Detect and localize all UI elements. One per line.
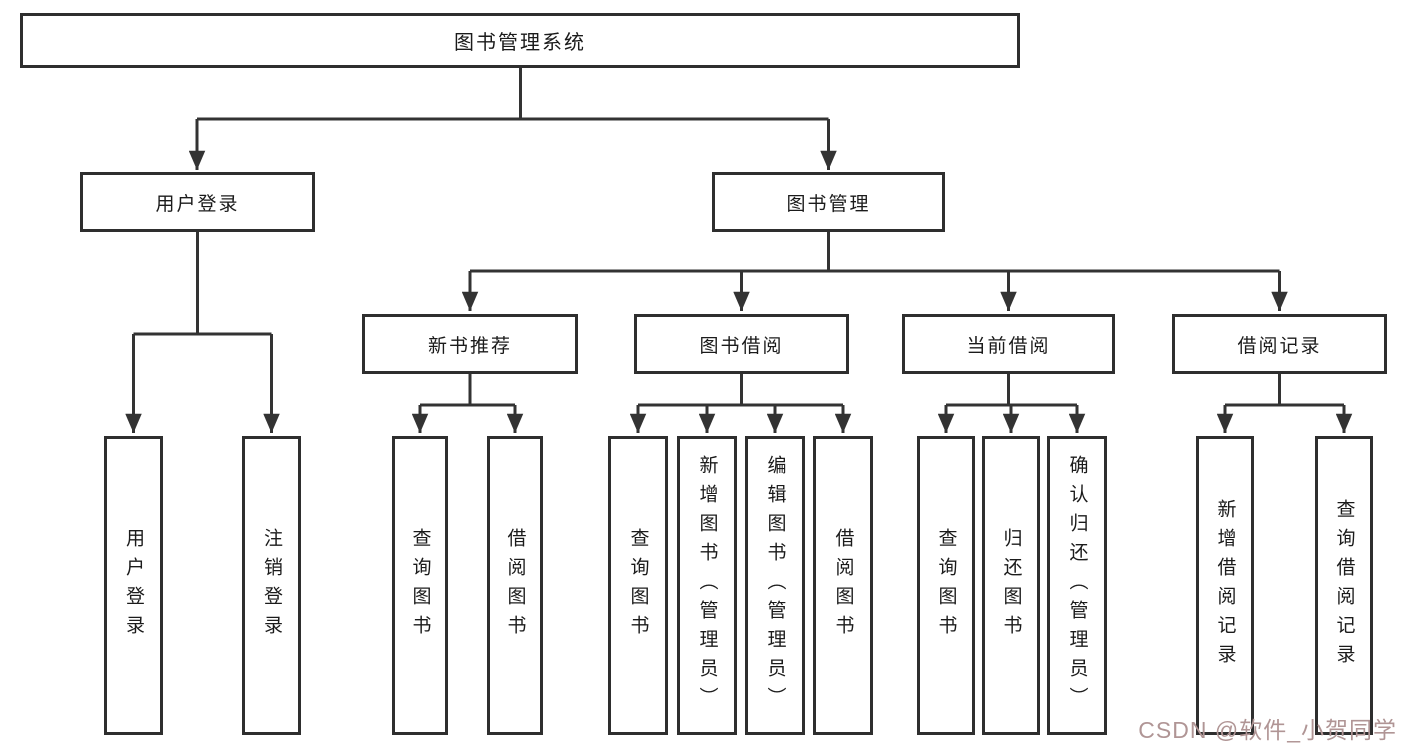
leaf-borrow-books-bb: 借阅图书 <box>813 436 873 735</box>
csdn-watermark: CSDN @软件_小贺同学 <box>1138 717 1397 743</box>
node-root: 图书管理系统 <box>20 13 1020 68</box>
node-new-book-recommend: 新书推荐 <box>362 314 578 374</box>
leaf-edit-books-admin: 编辑图书（管理员） <box>745 436 805 735</box>
leaf-query-books-nbr: 查询图书 <box>392 436 448 735</box>
node-borrowing-records: 借阅记录 <box>1172 314 1387 374</box>
leaf-query-books-bb: 查询图书 <box>608 436 668 735</box>
leaf-borrow-books-nbr: 借阅图书 <box>487 436 543 735</box>
leaf-user-login: 用户登录 <box>104 436 163 735</box>
leaf-query-books-cb: 查询图书 <box>917 436 975 735</box>
leaf-query-borrow-record: 查询借阅记录 <box>1315 436 1373 735</box>
leaf-confirm-return-admin: 确认归还（管理员） <box>1047 436 1107 735</box>
node-user-login: 用户登录 <box>80 172 315 232</box>
node-book-management: 图书管理 <box>712 172 945 232</box>
node-current-borrowing: 当前借阅 <box>902 314 1115 374</box>
node-book-borrowing: 图书借阅 <box>634 314 849 374</box>
leaf-add-books-admin: 新增图书（管理员） <box>677 436 737 735</box>
leaf-add-borrow-record: 新增借阅记录 <box>1196 436 1254 735</box>
leaf-return-books: 归还图书 <box>982 436 1040 735</box>
connector-arrows <box>125 119 1353 433</box>
leaf-logout: 注销登录 <box>242 436 301 735</box>
